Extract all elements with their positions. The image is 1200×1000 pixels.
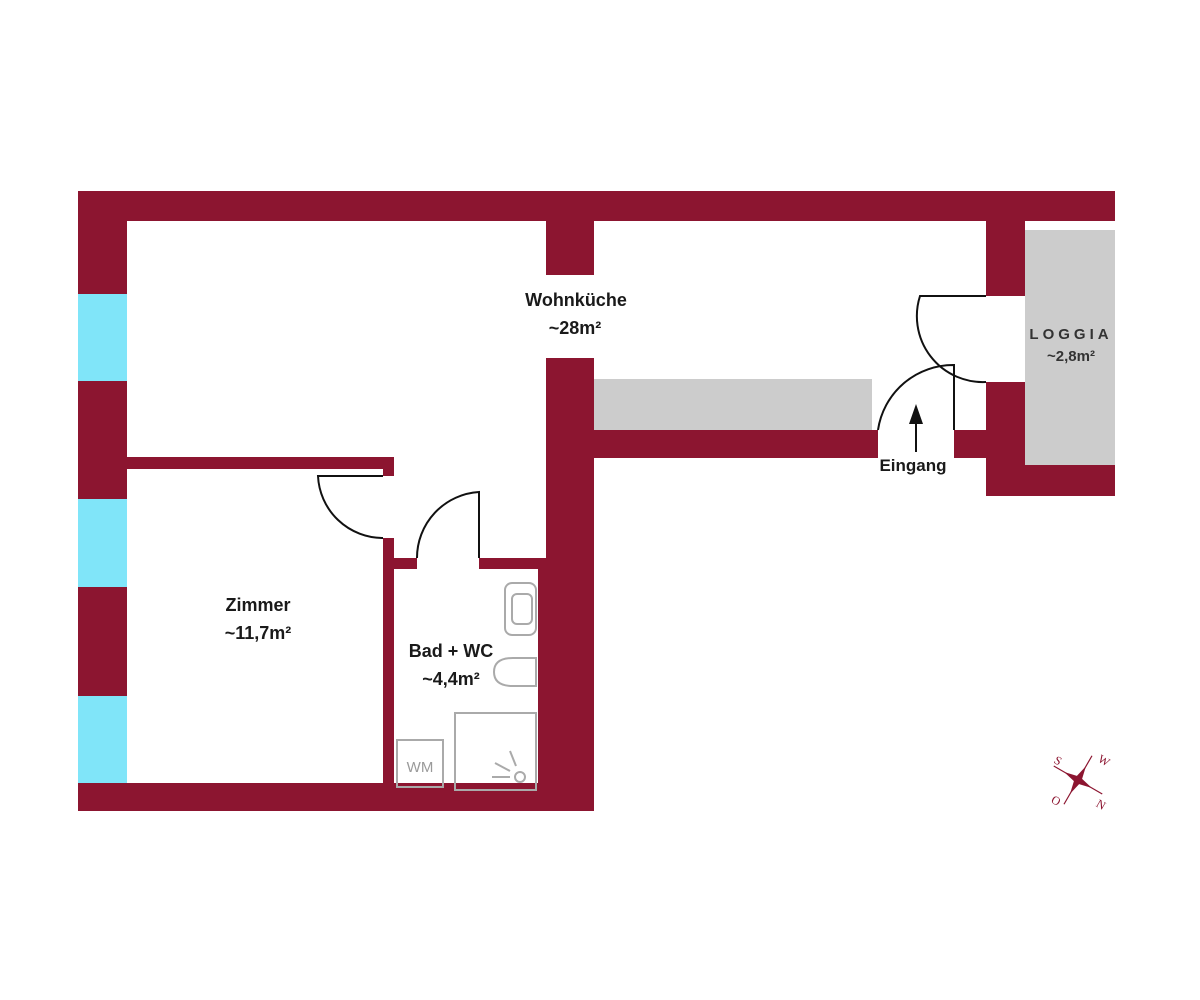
room-name-zimmer: Zimmer xyxy=(225,595,290,615)
doors xyxy=(316,295,987,559)
door-zimmer xyxy=(316,475,384,540)
wall-bad-top-left xyxy=(394,558,417,569)
room-name-loggia: LOGGIA xyxy=(1029,326,1112,343)
loggia-floor xyxy=(1025,230,1115,465)
wall-corridor-left xyxy=(594,430,878,458)
toilet-icon xyxy=(492,657,537,687)
wall-zimmer-top-stub xyxy=(383,457,394,476)
door-loggia xyxy=(915,295,987,384)
wall-bad-top-right xyxy=(479,558,546,569)
room-area-loggia: ~2,8m² xyxy=(1047,348,1095,365)
wall-loggia-lower xyxy=(986,382,1025,496)
wall-top xyxy=(78,191,1115,221)
walls xyxy=(78,191,1115,811)
compass-letter-w: W xyxy=(1096,752,1113,770)
shower-icon xyxy=(454,712,537,791)
window xyxy=(78,499,127,587)
windows xyxy=(78,294,127,783)
compass-letter-s: S xyxy=(1052,753,1065,768)
room-name-wohnkueche: Wohnküche xyxy=(525,290,627,310)
compass-letter-o: O xyxy=(1049,792,1064,809)
entrance-arrow-icon xyxy=(909,404,923,452)
entrance-label: Eingang xyxy=(879,456,946,475)
bathroom-fixtures: WM xyxy=(396,582,537,791)
window xyxy=(78,696,127,783)
sink-icon xyxy=(504,582,537,636)
door-bad xyxy=(415,490,480,559)
wall-loggia-upper xyxy=(986,191,1025,296)
room-area-bad: ~4,4m² xyxy=(422,669,480,689)
window xyxy=(78,294,127,381)
room-labels: Wohnküche ~28m² Zimmer ~11,7m² Bad + WC … xyxy=(225,290,1112,689)
wall-loggia-bottom xyxy=(1025,465,1115,496)
room-area-wohnkueche: ~28m² xyxy=(549,318,602,338)
wall-center-upper xyxy=(546,191,594,275)
door-entrance xyxy=(877,363,955,431)
wall-zimmer-right xyxy=(383,538,394,783)
compass-letter-n: N xyxy=(1094,796,1109,813)
washing-machine-label: WM xyxy=(407,759,434,776)
washing-machine-icon xyxy=(396,739,444,788)
wall-bottom xyxy=(78,783,594,811)
wall-bad-right xyxy=(538,558,594,783)
kitchen-counter xyxy=(594,379,872,430)
room-area-zimmer: ~11,7m² xyxy=(225,623,292,643)
compass-rose-icon xyxy=(1053,755,1103,805)
wall-corridor-right xyxy=(954,430,986,458)
room-name-bad: Bad + WC xyxy=(409,641,494,661)
wall-zimmer-top xyxy=(127,457,383,469)
